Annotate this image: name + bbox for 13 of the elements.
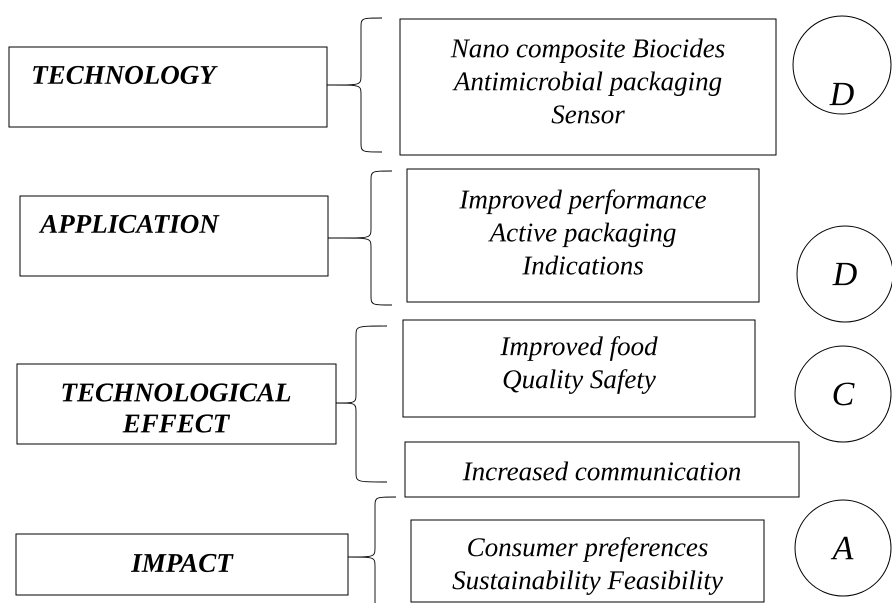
item-box: Increased communication <box>404 442 800 498</box>
circle-label: A <box>794 500 892 596</box>
item-box: Consumer preferences Sustainability Feasibility <box>410 520 764 602</box>
category-box: IMPACT <box>16 534 348 596</box>
category-box: APPLICATION <box>20 196 328 276</box>
circle-label: C <box>794 346 892 442</box>
item-box: Nano composite Biocides Antimicrobial packaging Sensor <box>400 18 776 156</box>
category-box: TECHNOLOGICAL EFFECT <box>16 364 336 444</box>
category-box: TECHNOLOGY <box>8 46 328 128</box>
circle-label: D <box>792 16 892 114</box>
circle-label: D <box>796 226 892 322</box>
item-box: Improved food Quality Safety <box>402 320 756 418</box>
item-box: Improved performance Active packaging Indications <box>406 168 760 302</box>
